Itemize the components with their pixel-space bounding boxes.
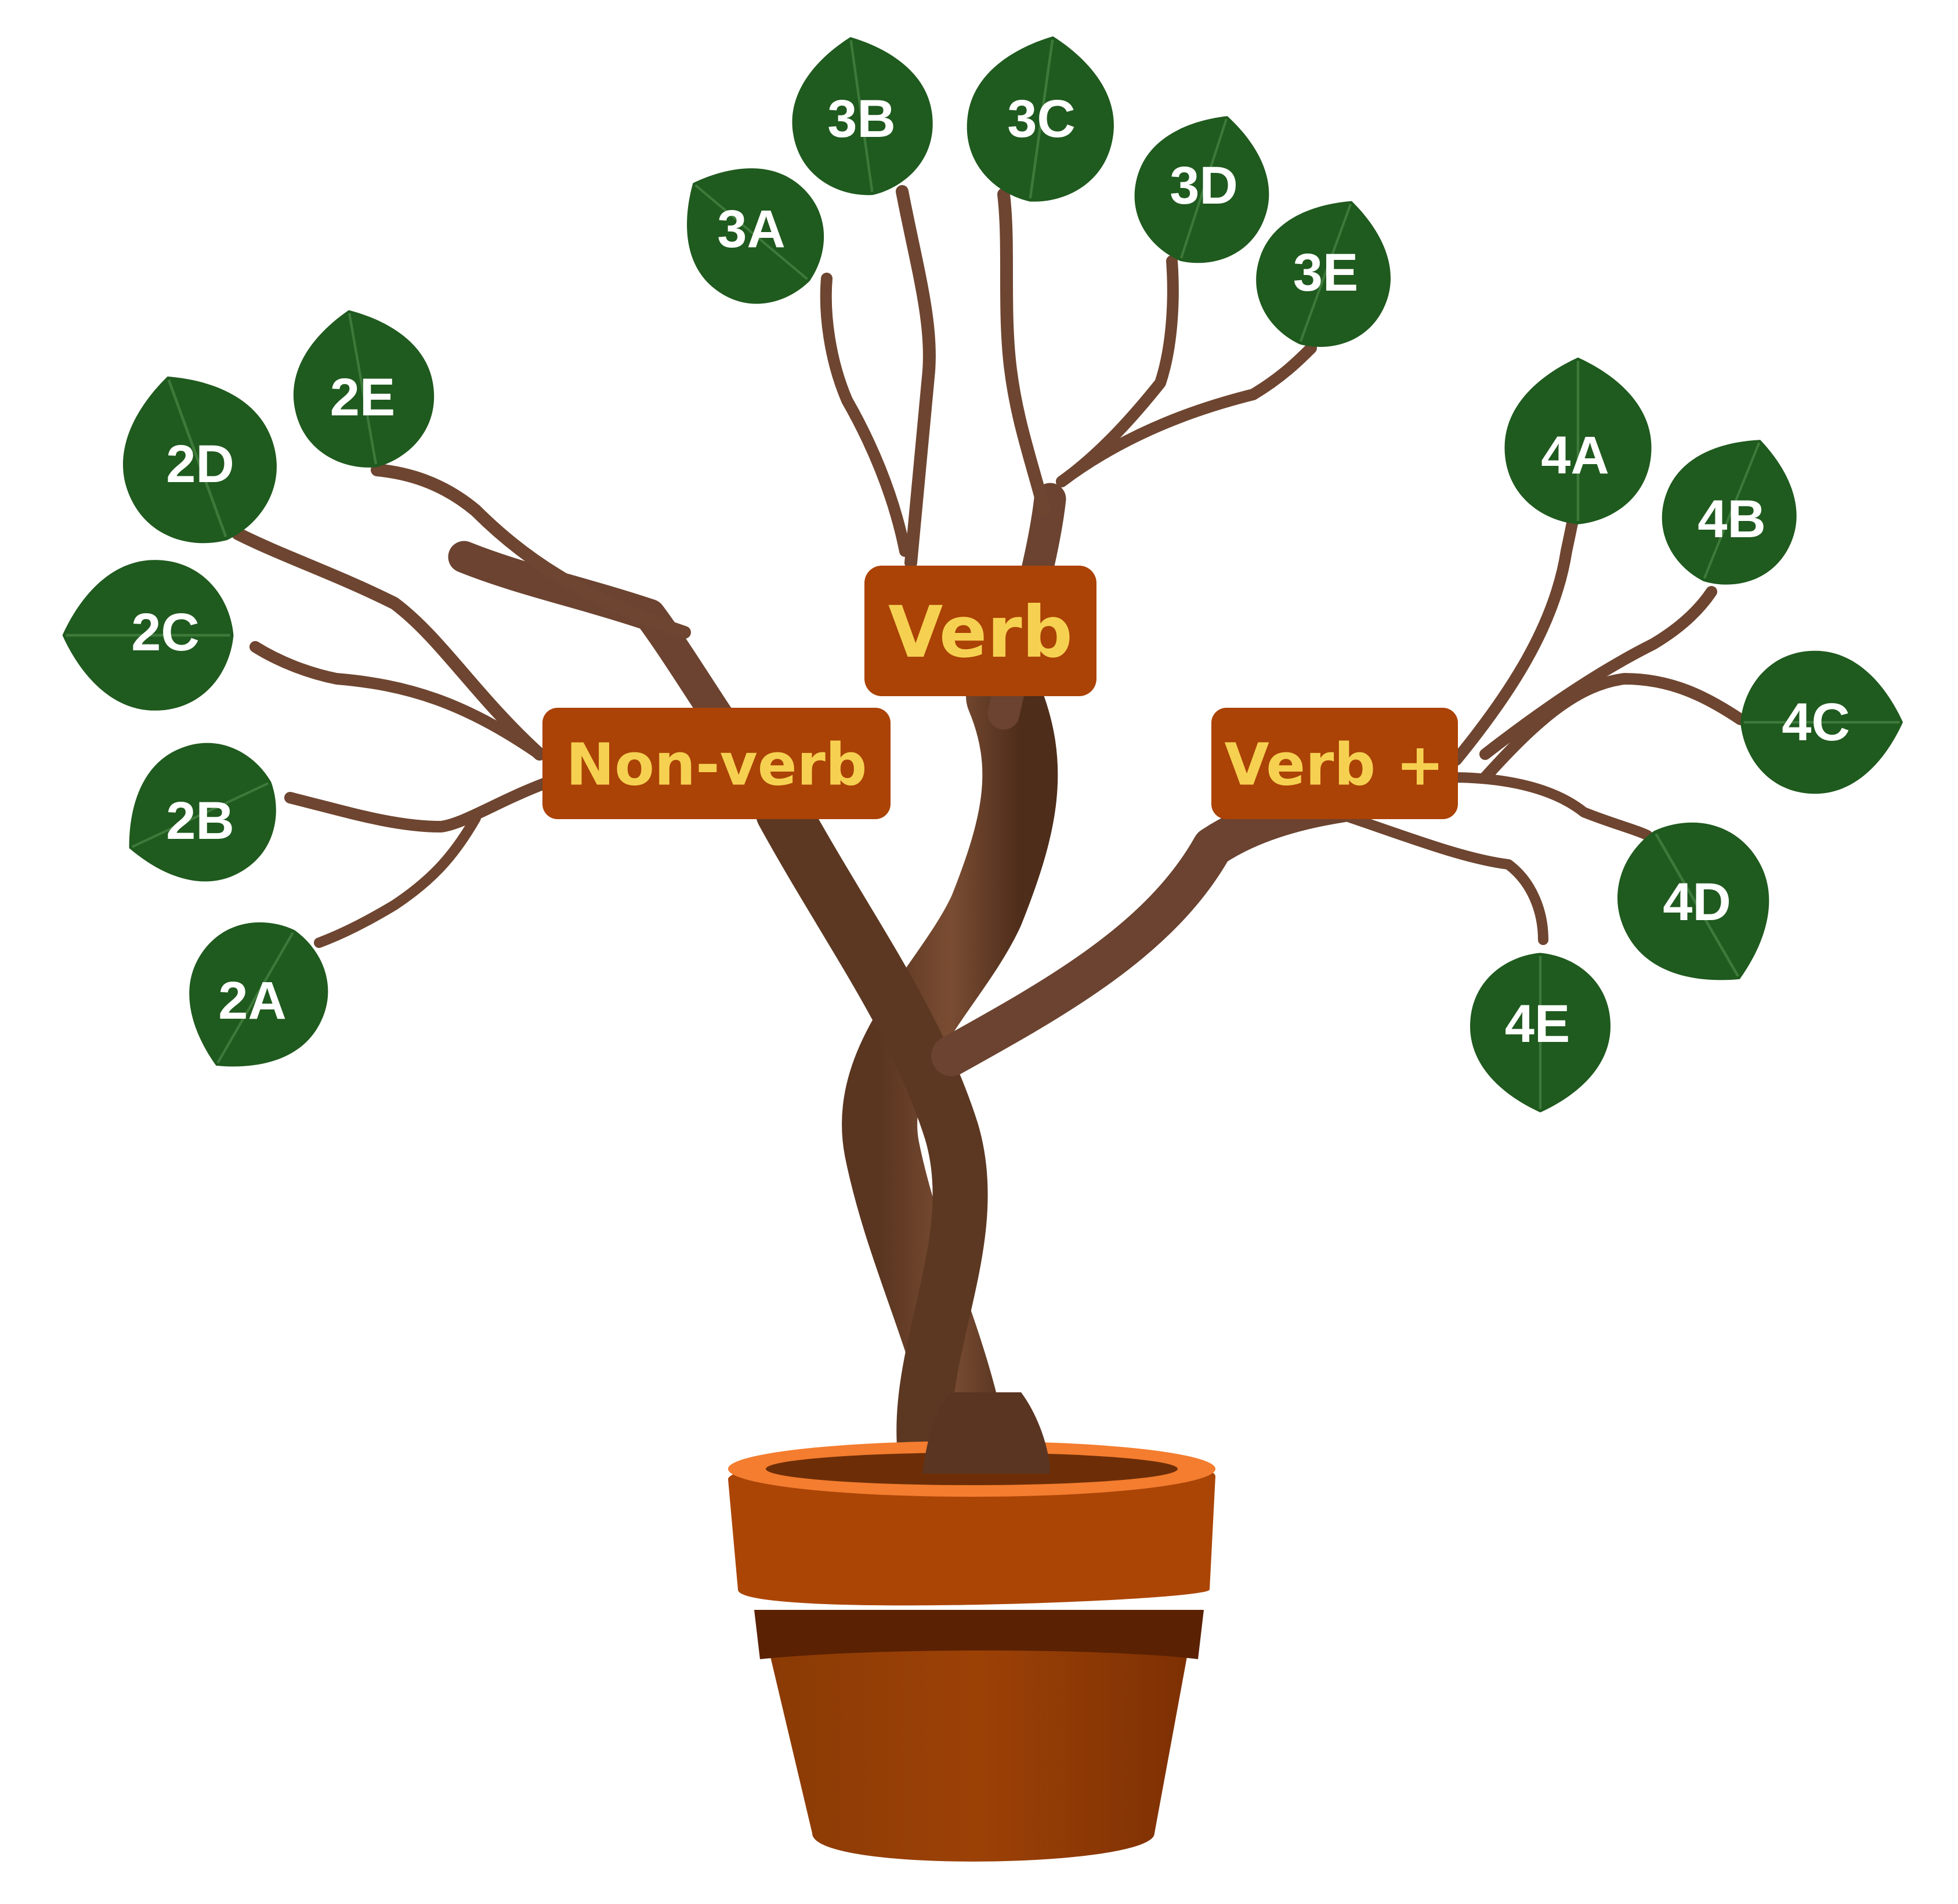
leaf-4D bbox=[1588, 793, 1805, 1017]
leaf-4E bbox=[1470, 953, 1610, 1113]
leaf-label-4C: 4C bbox=[1782, 693, 1850, 752]
leaf-label-4A: 4A bbox=[1541, 426, 1609, 485]
leaf-label-3B: 3B bbox=[827, 89, 896, 149]
leaf-label-2D: 2D bbox=[166, 435, 234, 494]
leaf-label-4D: 4D bbox=[1663, 873, 1731, 932]
leaf-label-2C: 2C bbox=[131, 603, 200, 662]
twig-3B bbox=[896, 185, 936, 569]
leaf-4B bbox=[1641, 415, 1823, 606]
leaf-2E bbox=[279, 298, 446, 480]
twig-4A bbox=[1450, 476, 1587, 766]
leaf-3B bbox=[781, 27, 942, 205]
twig-2B bbox=[284, 777, 551, 832]
twig-3C bbox=[997, 188, 1051, 517]
leaf-3C bbox=[957, 26, 1126, 212]
twig-4B bbox=[1479, 586, 1717, 760]
category-non-verb-label: Non-verb bbox=[566, 731, 867, 799]
leaf-4A bbox=[1504, 357, 1652, 524]
tree-branches bbox=[231, 185, 1746, 1523]
leaf-2B bbox=[100, 719, 301, 911]
leaf-label-2B: 2B bbox=[166, 791, 234, 850]
category-verb-label: Verb bbox=[888, 591, 1073, 674]
twig-2A bbox=[314, 813, 481, 948]
trunk-twist bbox=[755, 784, 988, 1501]
twig-2D bbox=[231, 527, 546, 761]
category-verb-plus: Verb + bbox=[1211, 708, 1458, 819]
leaf-3D bbox=[1116, 95, 1291, 282]
category-verb-plus-box bbox=[1211, 708, 1458, 819]
twig-3A bbox=[820, 273, 911, 557]
twig-4E bbox=[1329, 807, 1548, 945]
twig-4D bbox=[1445, 772, 1653, 841]
leaf-2A bbox=[156, 895, 354, 1101]
leaf-labels: 2A 2B 2C 2D 2E 3A 3B 3C 3D 3E 4A 4B 4C 4… bbox=[131, 89, 1850, 1054]
leaf-label-4E: 4E bbox=[1505, 994, 1570, 1054]
category-verb: Verb bbox=[864, 566, 1096, 696]
flower-pot bbox=[728, 1392, 1215, 1862]
twig-4C bbox=[1479, 673, 1746, 783]
pot-body bbox=[760, 1613, 1195, 1862]
leaf-label-3E: 3E bbox=[1293, 243, 1359, 302]
leaf-2C bbox=[62, 560, 234, 711]
leaf-4C bbox=[1740, 650, 1903, 794]
twig-3E bbox=[1056, 342, 1317, 487]
leaves bbox=[62, 26, 1903, 1113]
leaf-label-2A: 2A bbox=[218, 971, 287, 1030]
leaf-label-3C: 3C bbox=[1007, 89, 1076, 149]
category-non-verb-box bbox=[542, 708, 891, 819]
leaf-3A bbox=[650, 132, 853, 332]
leaf-3E bbox=[1236, 178, 1415, 367]
category-verb-plus-label: Verb + bbox=[1224, 731, 1444, 799]
leaf-label-2E: 2E bbox=[330, 368, 396, 427]
pot-rim-shadow bbox=[754, 1610, 1204, 1659]
leaf-label-3A: 3A bbox=[717, 200, 786, 259]
twig-2E bbox=[371, 464, 691, 639]
category-verb-box bbox=[864, 566, 1096, 696]
trunk-base bbox=[922, 1392, 1050, 1474]
leaf-label-3D: 3D bbox=[1170, 156, 1238, 215]
twig-2C bbox=[249, 641, 545, 760]
leaf-label-4B: 4B bbox=[1698, 490, 1766, 549]
category-non-verb: Non-verb bbox=[542, 708, 891, 819]
leaf-2D bbox=[95, 350, 299, 567]
